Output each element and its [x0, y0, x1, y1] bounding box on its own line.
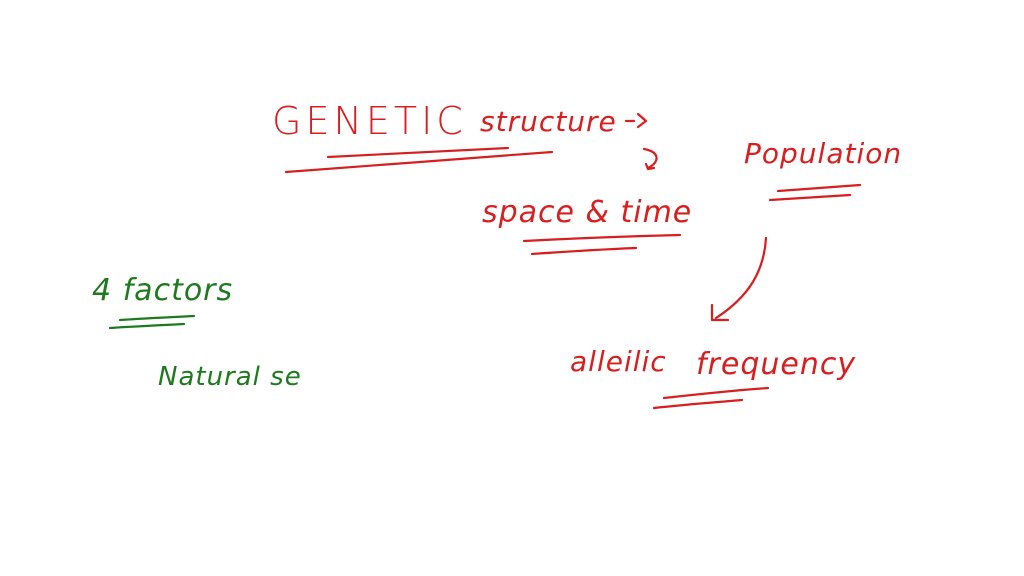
frequency-underline-2: [652, 398, 744, 410]
factors-heading: 4 factors: [92, 273, 234, 308]
structure-word: structure: [480, 105, 617, 138]
natural-selection-note: Natural se: [158, 362, 302, 392]
genetic-underline-2: [284, 150, 554, 174]
factors-underline-2: [108, 322, 186, 330]
factors-underline-1: [118, 314, 196, 322]
space-time-phrase: space & time: [482, 195, 693, 230]
genetic-word: GENETIC: [272, 99, 467, 143]
genetic-underline-1: [326, 146, 510, 159]
frequency-underline-1: [662, 386, 770, 400]
allelic-word: alleilic: [570, 345, 667, 378]
down-arrow-head-icon: [710, 303, 730, 322]
down-arrow-icon: [714, 236, 768, 320]
curved-connector-icon: [642, 147, 658, 171]
population-underline-2: [768, 193, 852, 202]
population-underline-1: [776, 183, 862, 193]
space-time-underline-2: [530, 246, 638, 256]
structure-arrow-icon: [624, 112, 648, 129]
space-time-underline-1: [522, 233, 682, 243]
population-word: Population: [744, 137, 903, 170]
frequency-word: frequency: [696, 347, 857, 382]
